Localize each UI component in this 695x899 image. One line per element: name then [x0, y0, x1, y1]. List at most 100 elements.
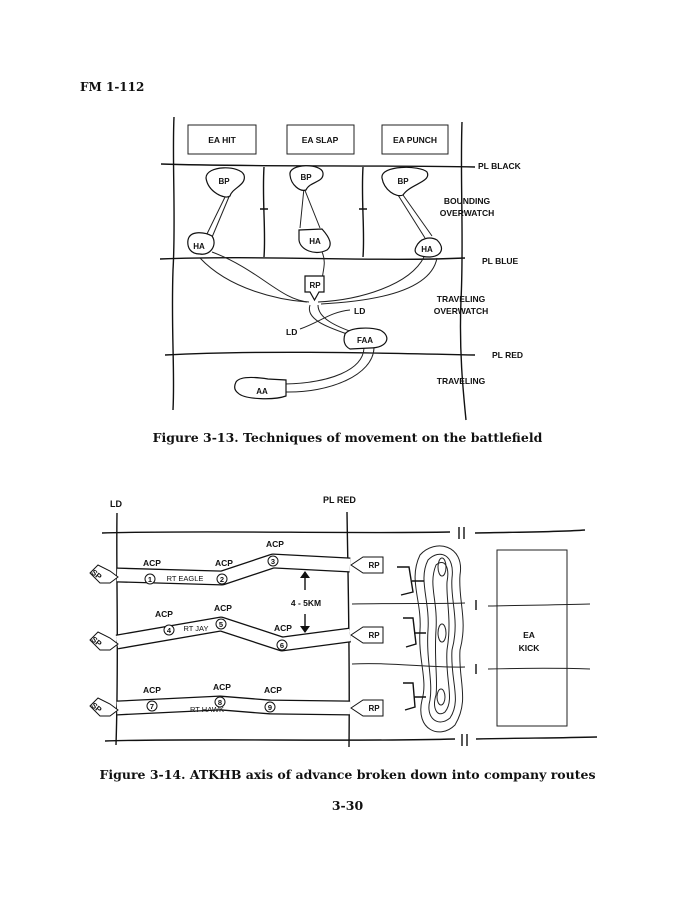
zone-label: BOUNDING	[444, 196, 491, 206]
checkpoint-number: 9	[268, 703, 272, 712]
pl-black-label: PL BLACK	[478, 161, 522, 171]
svg-text:BP: BP	[218, 177, 230, 186]
sp-marker	[89, 631, 119, 651]
checkpoint-circle	[267, 555, 279, 567]
bp-center: BP	[289, 165, 324, 191]
ld-label: LD	[110, 499, 122, 509]
spacing-arrow: 4 - 5KM	[291, 571, 321, 633]
ea-hit-box: EA HIT	[187, 124, 257, 155]
svg-text:4 - 5KM: 4 - 5KM	[291, 598, 321, 608]
checkpoint-number: 2	[220, 575, 224, 584]
route-name: RT JAY	[183, 624, 208, 633]
document-id: FM 1-112	[80, 80, 145, 94]
acp-label: ACP	[266, 539, 284, 549]
rp-marker	[350, 626, 384, 644]
ha-left: HA	[187, 232, 215, 255]
acp-label: ACP	[155, 609, 173, 619]
left-boundary	[171, 116, 175, 411]
svg-text:AA: AA	[256, 387, 268, 396]
route-name: RT EAGLE	[167, 574, 204, 583]
route-name: RT HAWK	[190, 705, 224, 714]
pl-blue-line	[159, 257, 466, 260]
aa-area: AA	[234, 376, 287, 400]
rp-marker	[350, 556, 384, 574]
zone-label: OVERWATCH	[434, 306, 488, 316]
faa-area: FAA	[343, 327, 388, 350]
checkpoint-number: 1	[148, 575, 152, 584]
checkpoint-circle	[214, 696, 226, 708]
rp-label: RP	[368, 704, 380, 713]
svg-text:EA HIT: EA HIT	[208, 135, 236, 145]
boundary-bottom	[104, 736, 598, 742]
checkpoint-number: 6	[280, 641, 284, 650]
checkpoint-number: 3	[271, 557, 275, 566]
sector-boundary	[359, 166, 367, 258]
page-number: 3-30	[331, 798, 364, 813]
svg-text:HA: HA	[193, 242, 205, 251]
checkpoint-number: 8	[218, 698, 222, 707]
zone-label: TRAVELING	[437, 376, 486, 386]
pl-black-line	[160, 163, 476, 168]
terrain-contours	[414, 545, 464, 733]
rp-label: RP	[368, 631, 380, 640]
svg-text:KICK: KICK	[519, 643, 541, 653]
checkpoint-circle	[276, 639, 288, 651]
svg-text:EA PUNCH: EA PUNCH	[393, 135, 437, 145]
zone-label: TRAVELING	[437, 294, 486, 304]
checkpoint-number: 7	[150, 702, 154, 711]
boundary-marker	[461, 734, 468, 746]
checkpoint-number: 4	[167, 626, 172, 635]
ld-label: LD	[354, 306, 365, 316]
checkpoint-circle	[144, 573, 156, 585]
rp-marker	[350, 699, 384, 717]
checkpoint-number: 5	[219, 620, 223, 629]
checkpoint-circle	[146, 700, 158, 712]
pl-red-label: PL RED	[492, 350, 523, 360]
svg-text:BP: BP	[397, 177, 409, 186]
company-boundary	[351, 663, 591, 670]
right-boundary	[459, 121, 467, 421]
svg-text:HA: HA	[309, 237, 321, 246]
route-corridor-fill	[115, 617, 351, 651]
svg-text:EA SLAP: EA SLAP	[302, 135, 339, 145]
boundary-marker	[458, 527, 465, 539]
acp-label: ACP	[213, 682, 231, 692]
checkpoint-circle	[215, 618, 227, 630]
svg-text:RP: RP	[309, 281, 321, 290]
acp-label: ACP	[215, 558, 233, 568]
route-corridor-fill	[116, 554, 351, 585]
pl-blue-label: PL BLUE	[482, 256, 519, 266]
sp-marker	[89, 697, 119, 717]
company-boundary	[351, 602, 591, 607]
ea-slap-box: EA SLAP	[286, 124, 355, 155]
bp-right: BP	[381, 166, 429, 197]
ha-right: HA	[414, 237, 443, 258]
figure-3-14-diagram: LD PL RED EA KICK	[89, 495, 598, 748]
pl-red-label: PL RED	[323, 495, 356, 505]
acp-label: ACP	[264, 685, 282, 695]
svg-text:HA: HA	[421, 245, 433, 254]
ha-center: HA	[298, 228, 331, 253]
checkpoint-circle	[163, 624, 175, 636]
ld-label: LD	[286, 327, 297, 337]
svg-text:FAA: FAA	[357, 336, 373, 345]
svg-text:BP: BP	[300, 173, 312, 182]
ea-kick-box: EA KICK	[496, 549, 568, 727]
acp-label: ACP	[143, 685, 161, 695]
zone-label: OVERWATCH	[440, 208, 494, 218]
acp-label: ACP	[143, 558, 161, 568]
release-point-marker: RP	[304, 275, 325, 302]
figure-3-13-diagram: EA HIT EA SLAP EA PUNCH PL BLACK PL BLUE…	[159, 116, 523, 421]
rp-label: RP	[368, 561, 380, 570]
pl-red-line	[164, 351, 476, 356]
sp-marker	[89, 564, 119, 584]
bp-left: BP	[205, 167, 245, 198]
acp-label: ACP	[274, 623, 292, 633]
checkpoint-circle	[264, 701, 276, 713]
figure-3-14-caption: Figure 3-14. ATKHB axis of advance broke…	[99, 767, 596, 782]
sector-boundary	[260, 166, 268, 258]
figure-3-13-caption: Figure 3-13. Techniques of movement on t…	[152, 430, 543, 445]
